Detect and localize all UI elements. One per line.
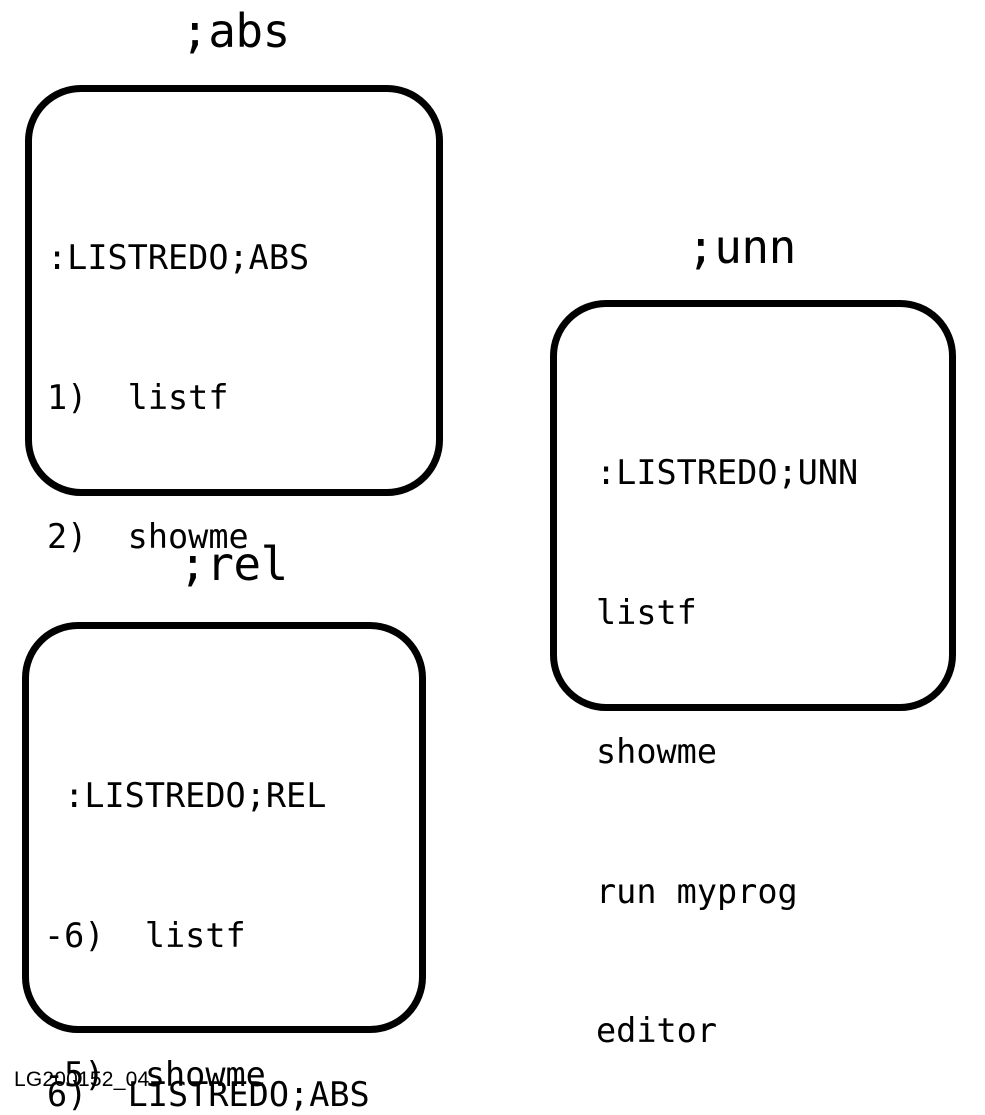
listing-line: showme	[596, 732, 718, 771]
listing-line: 1) listf	[47, 377, 229, 417]
figure-id-label: LG200152_04	[14, 1068, 150, 1091]
listing-line: 6) LISTREDO;ABS	[47, 1075, 370, 1114]
panel-unn-listing: :LISTREDO;UNN listf showme run myprog ed…	[596, 357, 858, 1115]
panel-title-unn: ;unn	[687, 220, 796, 274]
listing-line: -5) showme	[44, 1055, 266, 1094]
listing-line: 2) showme	[47, 517, 249, 556]
listing-line: -6) listf	[44, 915, 246, 955]
panel-abs	[25, 85, 443, 496]
panel-title-abs: ;abs	[181, 4, 290, 58]
panel-rel	[22, 622, 426, 1033]
listing-line: run myprog	[596, 871, 798, 911]
panel-rel-listing: :LISTREDO;REL -6) listf -5) showme -4) r…	[44, 680, 387, 1115]
panel-title-rel: ;rel	[179, 537, 288, 591]
listing-line: :LISTREDO;UNN	[596, 453, 859, 492]
listing-line: editor	[596, 1011, 718, 1050]
listing-line: :LISTREDO;REL	[44, 776, 327, 815]
listing-line: :LISTREDO;ABS	[47, 238, 310, 277]
listing-line: listf	[596, 592, 697, 632]
panel-unn	[550, 300, 956, 711]
